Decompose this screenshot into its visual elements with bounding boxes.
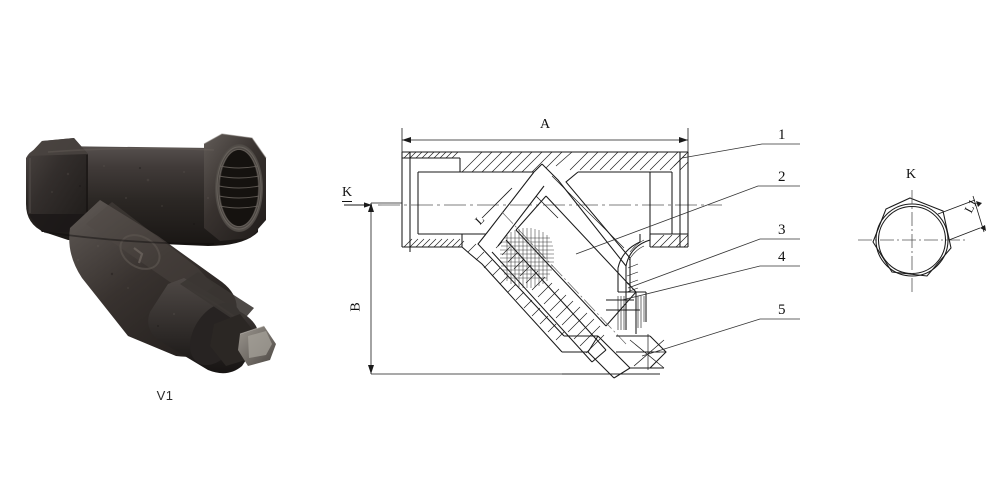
callout-number-2: 2 [778,169,786,185]
dimension-label-A: A [540,117,551,132]
dimension-L1-leader [937,195,985,241]
callout-leaders [575,143,800,357]
dimension-label-B: B [348,302,364,312]
product-photo-panel: V1 [0,0,330,500]
callout-number-4: 4 [778,249,786,265]
cross-section-drawing: A B L K 1 2 3 4 5 [330,0,830,500]
strainer-mesh-pattern [500,228,554,288]
callout-number-5: 5 [778,302,786,318]
callout-number-3: 3 [778,222,786,238]
photo-caption: V1 [156,388,174,403]
view-arrow-label-K: K [342,185,353,202]
k-view-title: K [906,167,917,182]
y-strainer-valve-photo [8,128,318,378]
dimension-L-leader [481,187,559,219]
k-view-detail: K L1 [830,0,1000,500]
callout-number-1: 1 [778,127,786,143]
